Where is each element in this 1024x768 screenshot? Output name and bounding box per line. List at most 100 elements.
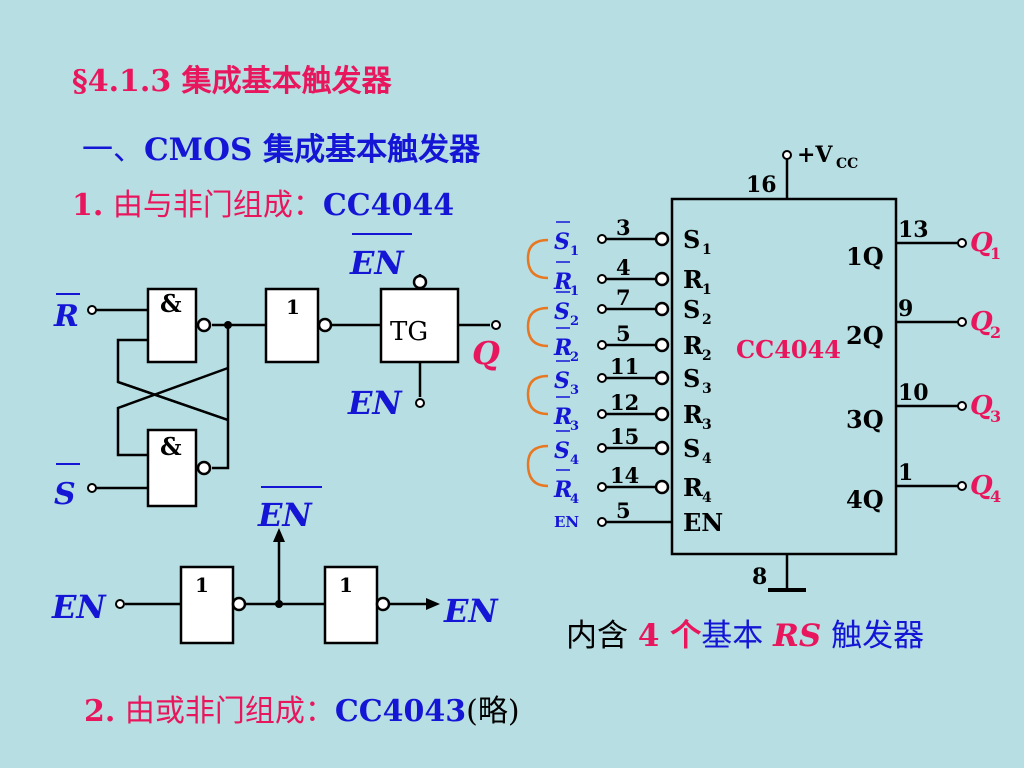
- sub2-num: 2.: [84, 694, 116, 729]
- right-ext-sub-3: 4: [990, 487, 1001, 506]
- right-ext-sub-1: 2: [990, 323, 1001, 342]
- pin-vcc-num: 16: [746, 172, 777, 198]
- note-rs: RS: [773, 618, 822, 654]
- left-pin-sub-4: 3: [702, 381, 712, 397]
- left-pin-sub-2: 2: [702, 312, 712, 328]
- en-bottom-out-label: EN: [443, 592, 499, 630]
- svg-text:+V: +V: [797, 142, 833, 168]
- left-ext-label-4: S: [554, 368, 570, 394]
- title-prefix: 一、: [82, 132, 144, 168]
- left-pin-sig-3: R: [683, 331, 704, 360]
- chip-body: [670, 197, 898, 556]
- note-count: 4 个: [637, 618, 702, 654]
- input-s-label: S: [54, 477, 76, 512]
- section-heading: §4.1.3 集成基本触发器: [72, 64, 392, 99]
- left-ext-label-0: S: [554, 229, 570, 255]
- tg-en-bar-label: EN: [349, 244, 405, 282]
- left-pin-sub-3: 2: [702, 348, 712, 364]
- title-bold: CMOS: [144, 132, 253, 168]
- left-pin-sig-5: R: [683, 400, 704, 429]
- left-pin-sig-8: EN: [683, 508, 723, 537]
- left-ext-label-7: R: [553, 477, 572, 503]
- left-pin-sig-7: R: [683, 473, 704, 502]
- note-prefix: 内含: [566, 618, 638, 654]
- transmission-gate: [379, 287, 460, 364]
- not-gate: [264, 287, 320, 364]
- sub2-chip: CC4043: [334, 694, 467, 729]
- left-pin-sig-4: S: [683, 364, 700, 393]
- chip-name-label: CC4044: [736, 335, 841, 364]
- left-pin-num-5: 12: [610, 390, 639, 415]
- right-ext-sub-2: 3: [990, 407, 1001, 426]
- right-pin-num-2: 10: [898, 380, 929, 406]
- en-bottom-in-label: EN: [51, 588, 107, 626]
- left-pin-num-8: 5: [616, 498, 631, 523]
- left-pin-num-2: 7: [616, 285, 631, 310]
- left-ext-sub-4: 3: [570, 383, 579, 398]
- left-pin-num-1: 4: [616, 255, 631, 280]
- en-not2-label: 1: [339, 573, 353, 597]
- left-ext-sub-1: 1: [570, 284, 579, 299]
- left-pin-sig-1: R: [683, 265, 704, 294]
- right-ext-label-2: Q: [970, 391, 993, 421]
- nand-gate-bottom: [146, 428, 198, 508]
- left-ext-sub-0: 1: [570, 244, 579, 259]
- left-pin-sub-7: 4: [702, 490, 712, 506]
- left-pin-sub-5: 3: [702, 417, 712, 433]
- left-ext-sub-2: 2: [570, 314, 579, 329]
- subtitle-2: 2. 由或非门组成：CC4043(略): [84, 686, 520, 730]
- note-suffix: 触发器: [821, 618, 925, 654]
- sub1-text: 由与非门组成：: [103, 188, 323, 223]
- subtitle-1: 1. 由与非门组成：CC4044: [72, 180, 454, 224]
- sub2-note: (略): [466, 694, 520, 729]
- sub1-num: 1.: [72, 188, 104, 223]
- left-pin-sig-2: S: [683, 295, 700, 324]
- left-ext-label-1: R: [553, 269, 572, 295]
- gate-and-bottom-label: &: [160, 432, 182, 461]
- right-pin-sig-1: 2Q: [846, 321, 884, 350]
- left-pin-sig-6: S: [683, 434, 700, 463]
- pin-gnd-num: 8: [752, 564, 767, 590]
- right-pin-num-0: 13: [898, 217, 929, 243]
- sub1-chip: CC4044: [322, 188, 455, 223]
- right-pin-num-1: 9: [898, 296, 913, 322]
- left-pin-num-0: 3: [616, 215, 631, 240]
- title-rest: 集成基本触发器: [252, 132, 481, 168]
- right-pin-sig-2: 3Q: [846, 405, 884, 434]
- left-pin-sub-1: 1: [702, 282, 712, 298]
- left-ext-sub-6: 4: [570, 453, 579, 468]
- pair-brackets: [526, 238, 549, 488]
- right-pin-num-3: 1: [898, 460, 913, 486]
- right-ext-label-1: Q: [970, 307, 993, 337]
- nand-gate-top: [146, 287, 198, 364]
- tg-en-label: EN: [347, 384, 403, 422]
- left-ext-sub-7: 4: [570, 492, 579, 507]
- left-ext-sub-3: 2: [570, 350, 579, 365]
- left-ext-label-3: R: [553, 335, 572, 361]
- output-q-label: Q: [472, 334, 500, 372]
- en-not1-label: 1: [195, 573, 209, 597]
- left-pin-sub-6: 4: [702, 451, 712, 467]
- left-pin-num-3: 5: [616, 321, 631, 346]
- left-pin-sig-0: S: [683, 225, 700, 254]
- note-mid: 基本: [701, 618, 774, 654]
- right-ext-sub-0: 1: [990, 244, 1001, 263]
- sub2-text: 由或非门组成：: [115, 694, 335, 729]
- left-pin-sub-0: 1: [702, 242, 712, 258]
- left-pin-num-4: 11: [610, 354, 639, 379]
- chip-note: 内含 4 个基本 RS 触发器: [566, 610, 924, 655]
- left-ext-label-5: R: [553, 404, 572, 430]
- en-bottom-top-label: EN: [257, 496, 313, 534]
- en-not-gate-2: [323, 565, 379, 645]
- right-ext-label-0: Q: [970, 228, 993, 258]
- vcc-sub-label: CC: [836, 156, 858, 172]
- right-pin-sig-3: 4Q: [846, 485, 884, 514]
- gate-not-label: 1: [286, 295, 300, 319]
- left-pin-num-7: 14: [610, 463, 639, 488]
- vcc-label: +V: [797, 142, 833, 168]
- left-ext-label-8: EN: [554, 513, 579, 531]
- tg-label: TG: [390, 317, 428, 347]
- right-ext-label-3: Q: [970, 471, 993, 501]
- gate-and-top-label: &: [160, 289, 182, 318]
